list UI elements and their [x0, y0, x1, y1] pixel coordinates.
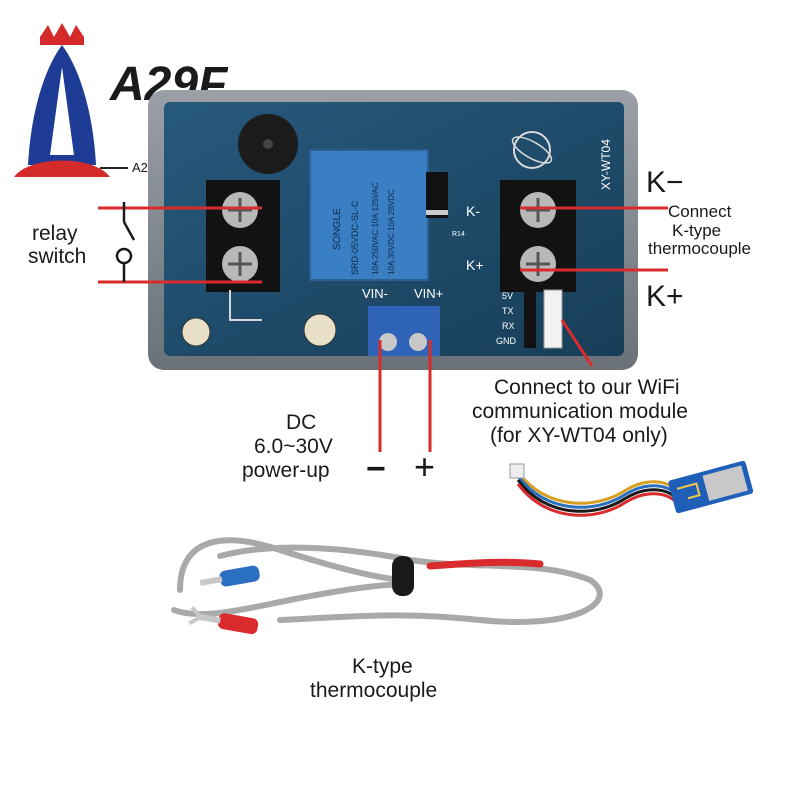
probe-label-2: thermocouple — [310, 679, 438, 702]
pcb-vin-plus: VIN+ — [414, 286, 443, 301]
k-plus-label: K+ — [646, 280, 684, 313]
relay-part-number: SRD-05VDC-SL-C — [350, 200, 360, 275]
plus-sign: + — [414, 446, 436, 487]
relay-switch-label-1: relay — [32, 222, 78, 245]
wifi-module — [509, 460, 754, 517]
pin-5v: 5V — [502, 291, 513, 301]
pcb-vin-minus: VIN- — [362, 286, 388, 301]
connect-tc-label-1: Connect — [668, 202, 732, 221]
model-label: XY-WT04 — [599, 139, 613, 190]
thermocouple-probe — [171, 537, 603, 635]
power-up-label: power-up — [242, 459, 330, 482]
resistor-label: R14 — [452, 231, 465, 238]
controller-module: SONGLE SRD-05VDC-SL-C 10A 250VAC 10A 125… — [148, 90, 638, 370]
relay-brand: SONGLE — [332, 208, 343, 250]
relay-rating-2: 10A 30VDC 10A 28VDC — [387, 189, 396, 275]
pin-gnd: GND — [496, 336, 517, 346]
wifi-label-3: (for XY-WT04 only) — [490, 424, 668, 447]
dc-label: DC — [286, 411, 317, 434]
minus-sign: − — [366, 450, 386, 488]
k-minus-label: K− — [646, 166, 684, 199]
relay-switch-label-2: switch — [28, 245, 87, 268]
pin-rx: RX — [502, 321, 515, 331]
wifi-label-2: communication module — [472, 400, 688, 423]
pcb-k-plus: K+ — [466, 257, 484, 273]
connect-tc-label-2: K-type — [672, 221, 722, 240]
relay-rating-1: 10A 250VAC 10A 125VAC — [371, 182, 380, 275]
relay-switch-symbol — [115, 202, 136, 282]
connect-tc-label-3: thermocouple — [648, 239, 752, 258]
pin-tx: TX — [502, 306, 514, 316]
wifi-label-1: Connect to our WiFi — [494, 376, 680, 399]
probe-label-1: K-type — [352, 655, 413, 678]
dc-voltage-label: 6.0~30V — [254, 435, 333, 458]
pcb-k-minus: K- — [466, 203, 480, 219]
